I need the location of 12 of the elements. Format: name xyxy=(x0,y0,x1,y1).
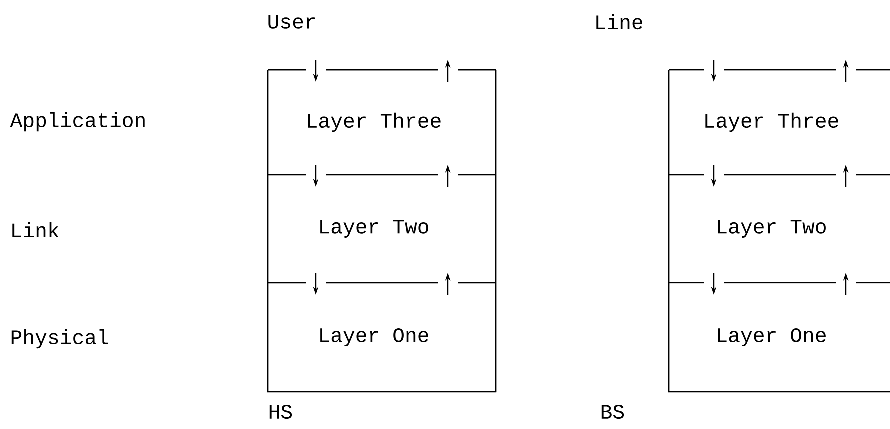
side-label: Link xyxy=(12,222,59,238)
side-label: Physical xyxy=(12,329,108,349)
side-label: User xyxy=(268,15,315,29)
layer-band: Layer Three xyxy=(668,69,890,175)
layer-band: Layer Three xyxy=(267,69,497,175)
side-label: Line xyxy=(596,14,642,30)
layer-band: Layer One xyxy=(668,282,890,392)
layer-band: Layer Two xyxy=(267,174,497,283)
layer-band: Layer One xyxy=(267,282,497,392)
layer-band: Layer Two xyxy=(668,174,890,283)
side-label: Application xyxy=(10,112,145,132)
side-label: BS xyxy=(602,405,624,420)
